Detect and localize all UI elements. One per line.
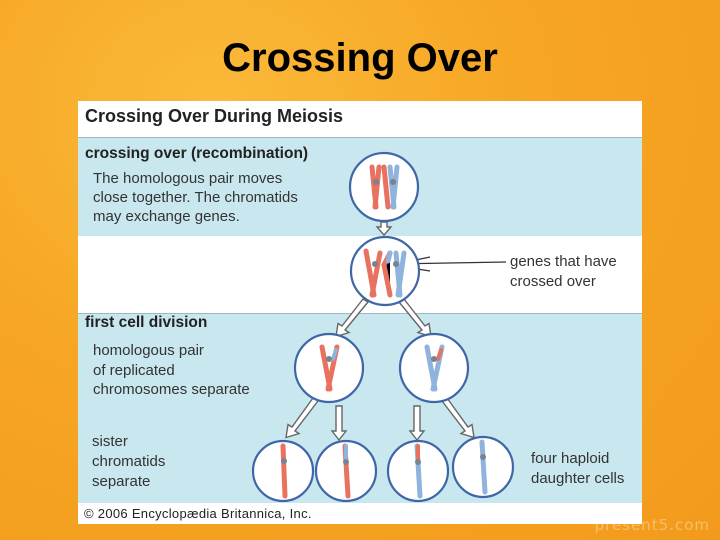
cell-first-division-left — [295, 334, 363, 402]
cell-first-division-right — [400, 334, 468, 402]
section-heading-first-division: first cell division — [85, 313, 207, 332]
cell-homologous-pair — [350, 153, 418, 221]
figure-heading: Crossing Over During Meiosis — [85, 107, 343, 126]
section-body-line: The homologous pair moves — [93, 169, 282, 188]
section-body-line: separate — [92, 472, 150, 491]
section-heading-crossing-over: crossing over (recombination) — [85, 144, 308, 163]
section-body-line: chromatids — [92, 452, 165, 471]
daughter-cell-4 — [453, 437, 513, 497]
section-body-line: may exchange genes. — [93, 207, 240, 226]
daughter-cell-1 — [253, 441, 313, 501]
section-body-line: chromosomes separate — [93, 380, 250, 399]
result-label: daughter cells — [531, 469, 624, 488]
callout-label: crossed over — [510, 272, 596, 291]
meiosis-figure: Crossing Over During Meiosis crossing ov… — [78, 101, 642, 524]
section-body-line: sister — [92, 432, 128, 451]
daughter-cell-3 — [388, 441, 448, 501]
callout-label: genes that have — [510, 252, 617, 271]
section-body-line: of replicated — [93, 361, 175, 380]
copyright-credit: © 2006 Encyclopædia Britannica, Inc. — [84, 504, 312, 523]
section-body-line: homologous pair — [93, 341, 204, 360]
result-label: four haploid — [531, 449, 609, 468]
cell-crossed-over — [351, 237, 419, 305]
watermark: present5.com — [595, 516, 710, 534]
section-body-line: close together. The chromatids — [93, 188, 298, 207]
daughter-cell-2 — [316, 441, 376, 501]
slide-title: Crossing Over — [0, 36, 720, 81]
